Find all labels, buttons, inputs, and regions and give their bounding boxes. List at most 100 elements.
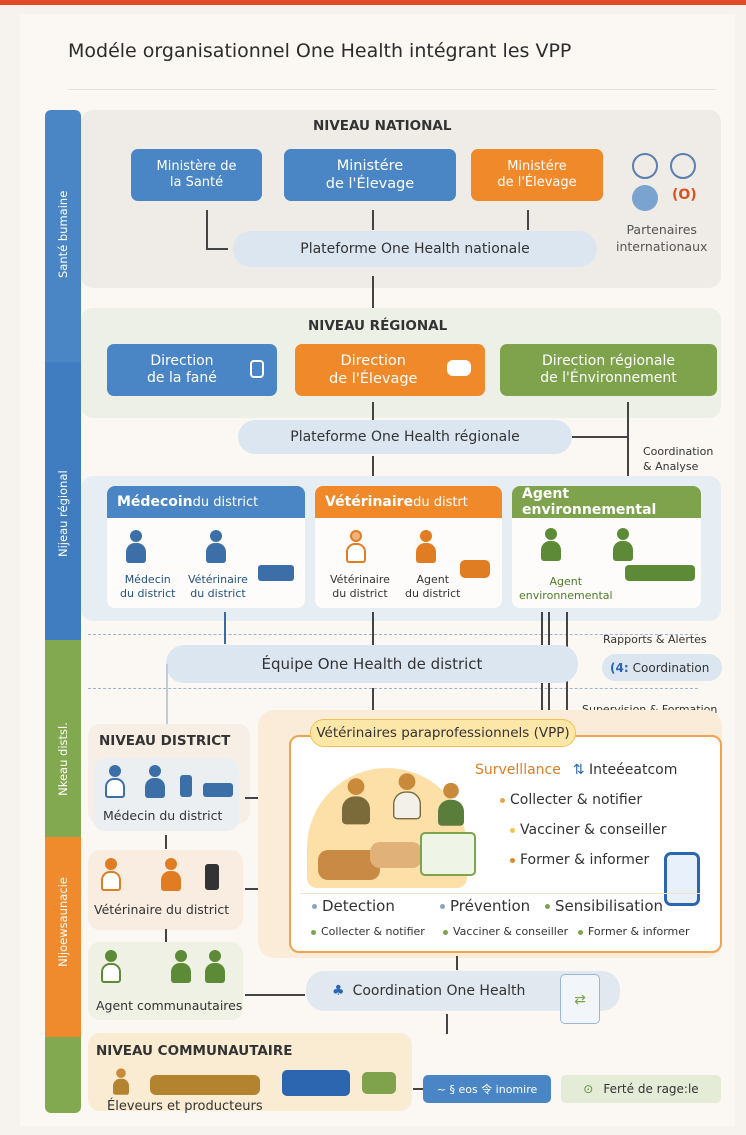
band-health: [45, 110, 81, 362]
partner-logo-2: [670, 153, 696, 179]
vpp-cow-1: [318, 850, 380, 880]
arrow-med-up: [165, 835, 167, 849]
district-team[interactable]: Équipe One Health de district: [166, 645, 578, 683]
vpp-list-1-label: Collecter & notifier: [510, 792, 643, 808]
card-medecin-person2: Vétérinaire du district: [188, 573, 248, 601]
ministry-livestock-box[interactable]: Ministére de l'Élevage: [284, 149, 456, 201]
band-community-orange: [45, 837, 81, 1037]
district-med-label: Médecin du district: [103, 808, 223, 823]
district-vet-icon-2: [160, 858, 182, 892]
vpp-list-2-label: Vacciner & conseiller: [520, 822, 667, 838]
regional-platform[interactable]: Plateforme One Health régionale: [238, 420, 572, 454]
card-medecin-header: Médecoin du district: [107, 486, 305, 518]
arrow-coord-v: [627, 402, 629, 480]
dashed-line-2: [88, 688, 698, 689]
env-animals-icon: [625, 565, 695, 581]
vpp-person-3: [437, 782, 466, 827]
card-medecin-title: Médecoin: [117, 494, 193, 510]
arrow-vet-up: [165, 929, 167, 943]
sub-vaccinate-label: Vacciner & conseiller: [453, 925, 569, 938]
cow-icon: [447, 360, 471, 376]
coordination-chip-label: Coordination: [632, 660, 710, 675]
agent-icon: [415, 530, 437, 564]
partners-label: Partenaires internationaux: [616, 222, 708, 254]
community-group-icon: [362, 1072, 396, 1094]
pillar-detection-label: Detection: [322, 897, 395, 915]
national-heading: NIVEAU NATIONAL: [313, 118, 452, 134]
vpp-inte-label: Inteéeatcom: [589, 762, 678, 778]
pillars-divider: [300, 893, 700, 894]
card-veterinaire-person2: Agent du district: [405, 573, 461, 601]
top-accent-bar: [0, 0, 746, 5]
exchange-icon: ⇄: [560, 974, 600, 1024]
pillar-sensibilisation-label: Sensibilisation: [555, 897, 664, 915]
sub-train-label: Former & informer: [588, 925, 690, 938]
microscope-icon: [180, 775, 192, 797]
pillar-detection: Detection: [312, 897, 395, 915]
vpp-surveillance: Survelllance⇅ Inteéeatcom: [475, 762, 678, 778]
pillar-sensibilisation: Sensibilisation: [545, 897, 663, 915]
rapports-label: Rapports & Alertes: [603, 633, 707, 646]
direction-livestock-label: Direction de l'Élevage: [329, 352, 418, 387]
ministry-health-box[interactable]: Ministère de la Santé: [131, 149, 262, 201]
arrow-agent-coord: [245, 994, 305, 996]
sub-collect: Collecter & notifier: [311, 925, 425, 938]
card-environment-header: Agent environnemental: [512, 486, 701, 518]
regional-platform-label: Plateforme One Health régionale: [290, 429, 520, 445]
pillar-prevention: Prévention: [440, 897, 530, 915]
direction-health-box[interactable]: Direction de la fané: [107, 344, 277, 396]
vpp-title-pill[interactable]: Vétérinaires paraprofessionnels (VPP): [310, 719, 576, 747]
national-platform[interactable]: Plateforme One Health nationale: [233, 231, 597, 267]
sub-vaccinate: Vacciner & conseiller: [443, 925, 568, 938]
district-agent-icon-1: [100, 950, 122, 984]
farmer-icon: [112, 1068, 130, 1095]
band-label-community: Nljoewsaunacie: [56, 877, 70, 967]
ministry-livestock-box-2[interactable]: Ministére de l'Élevage: [471, 149, 603, 201]
community-chip-2[interactable]: ⊙ Ferté de rage:le: [561, 1075, 721, 1103]
sub-train: Former & informer: [578, 925, 690, 938]
community-chip-1[interactable]: ~ § eos 令 inomire: [423, 1075, 551, 1103]
band-community-green: [45, 1037, 81, 1113]
arrow-up-1: [224, 612, 226, 644]
arrow-chip: [413, 1088, 423, 1090]
district-doctor-icon-2: [144, 765, 166, 799]
community-chip-2-label: Ferté de rage:le: [603, 1082, 699, 1096]
vpp-person-2: [392, 773, 423, 821]
band-label-district: Nkeau distsl.: [56, 722, 70, 796]
district-microscope-icon: [205, 864, 219, 890]
arrow-national-2: [372, 210, 374, 230]
card-medecin-title-suffix: du district: [192, 494, 259, 510]
location-icon: ⊙: [583, 1082, 594, 1096]
title-divider: [68, 89, 716, 90]
district-level-heading: NIVEAU DISTRICT: [99, 733, 231, 749]
env-agent-icon-1: [540, 528, 562, 562]
district-vet-icon-1: [100, 858, 122, 892]
env-agent-icon-2: [612, 528, 634, 562]
band-label-regional: Nijeau régional: [56, 470, 70, 557]
district-doctor-icon-1: [104, 765, 126, 799]
ministry-health-label: Ministère de la Santé: [156, 158, 237, 190]
national-platform-label: Plateforme One Health nationale: [300, 241, 530, 257]
people-icon: ♣: [332, 983, 345, 999]
arrow-team-left: [166, 664, 168, 724]
dashed-line-1: [88, 634, 698, 635]
ministry-livestock-label: Ministére de l'Élevage: [325, 157, 415, 192]
district-team-label: Équipe One Health de district: [261, 655, 483, 673]
card-veterinaire-title: Vétérinaire: [325, 494, 414, 510]
direction-environment-box[interactable]: Direction régionale de l'Énvironnement: [500, 344, 717, 396]
vials-icon: [203, 783, 233, 797]
sub-collect-label: Collecter & notifier: [321, 925, 425, 938]
community-people-icon: [282, 1070, 350, 1096]
vpp-list-1: Collecter & notifier: [500, 792, 642, 808]
coordination-chip[interactable]: (4:Coordination: [602, 654, 722, 681]
arrow-coord-up: [456, 956, 458, 970]
arrow-reg-2: [372, 456, 374, 476]
page-title: Modéle organisationnel One Health intégr…: [68, 40, 572, 62]
nurse-icon: [205, 530, 227, 564]
community-panel: [88, 1033, 412, 1111]
arrow-national-3: [527, 210, 529, 230]
lab-icon: [258, 565, 294, 581]
card-medecin-person1: Médecin du district: [120, 573, 176, 601]
arrow-national-1b: [206, 248, 228, 250]
arrow-coord-h: [572, 436, 628, 438]
